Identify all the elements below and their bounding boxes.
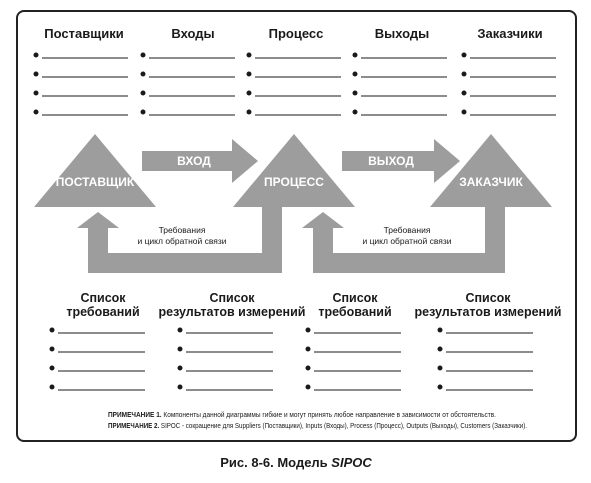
bullet-dot: [140, 71, 146, 77]
list-requirements-1-line1: Список: [80, 291, 126, 305]
bullet-dot: [352, 71, 358, 77]
feedback-right-line1: Требования: [384, 225, 431, 235]
note-2-text: SIPOC - сокращение для Suppliers (Постав…: [159, 421, 527, 430]
bottom-bullet-lists: [49, 327, 533, 391]
feedback-left-line2: и цикл обратной связи: [137, 236, 226, 246]
process-triangle: [233, 134, 355, 207]
bullet-dot: [33, 109, 39, 115]
list-requirements-2-line1: Список: [332, 291, 378, 305]
note-1-text: Компоненты данной диаграммы гибкие и мог…: [162, 410, 496, 419]
header-customers: Заказчики: [477, 26, 542, 41]
bullet-dot: [437, 327, 443, 333]
bullet-dot: [305, 365, 311, 371]
bullet-dot: [461, 109, 467, 115]
process-bullets: [246, 52, 341, 116]
bullet-dot: [246, 71, 252, 77]
bullet-dot: [49, 327, 55, 333]
bullet-dot: [305, 384, 311, 390]
customer-triangle: [430, 134, 552, 207]
bullet-dot: [246, 109, 252, 115]
note-1-label: ПРИМЕЧАНИЕ 1.: [108, 410, 162, 419]
supplier-label: ПОСТАВЩИК: [56, 175, 135, 189]
input-arrow-label: ВХОД: [177, 154, 211, 168]
bullet-dot: [140, 90, 146, 96]
bullet-dot: [49, 346, 55, 352]
note-1: ПРИМЕЧАНИЕ 1. Компоненты данной диаграмм…: [108, 410, 496, 419]
input-arrow-shape: [142, 139, 258, 183]
list-measurements-2-line2: результатов измерений: [415, 305, 562, 319]
bullet-dot: [246, 90, 252, 96]
bullet-dot: [352, 90, 358, 96]
inputs-bullets: [140, 52, 235, 116]
customer-label: ЗАКАЗЧИК: [459, 175, 523, 189]
top-bullet-lists: [33, 52, 556, 116]
bullet-dot: [177, 365, 183, 371]
header-process: Процесс: [269, 26, 324, 41]
suppliers-bullets: [33, 52, 128, 116]
feedback-right-line2: и цикл обратной связи: [362, 236, 451, 246]
feedback-loop-right: [302, 200, 505, 273]
bullet-dot: [352, 109, 358, 115]
bullet-dot: [352, 52, 358, 58]
bullet-dot: [140, 52, 146, 58]
bullet-dot: [177, 384, 183, 390]
bullet-dot: [461, 71, 467, 77]
output-arrow-label: ВЫХОД: [368, 154, 414, 168]
requirements-1-bullets: [49, 327, 145, 391]
bullet-dot: [246, 52, 252, 58]
header-inputs: Входы: [171, 26, 214, 41]
bullet-dot: [49, 365, 55, 371]
bullet-dot: [437, 384, 443, 390]
bullet-dot: [305, 346, 311, 352]
bullet-dot: [33, 52, 39, 58]
bullet-dot: [437, 346, 443, 352]
requirements-2-bullets: [305, 327, 401, 391]
note-2: ПРИМЕЧАНИЕ 2. SIPOC - сокращение для Sup…: [108, 421, 527, 430]
output-arrow-shape: [342, 139, 460, 183]
bullet-dot: [305, 327, 311, 333]
bullet-dot: [437, 365, 443, 371]
list-measurements-1-line2: результатов измерений: [159, 305, 306, 319]
customers-bullets: [461, 52, 556, 116]
bullet-dot: [140, 109, 146, 115]
outputs-bullets: [352, 52, 447, 116]
bullet-dot: [461, 90, 467, 96]
bullet-dot: [33, 90, 39, 96]
figure-caption: Рис. 8-6. Модель SIPOC: [220, 455, 372, 470]
list-measurements-2-line1: Список: [465, 291, 511, 305]
header-suppliers: Поставщики: [44, 26, 123, 41]
bullet-dot: [461, 52, 467, 58]
process-label: ПРОЦЕСС: [264, 175, 324, 189]
list-measurements-1-line1: Список: [209, 291, 255, 305]
diagram-frame: [16, 10, 577, 442]
caption-prefix: Рис. 8-6. Модель: [220, 455, 331, 470]
caption-italic: SIPOC: [331, 455, 372, 470]
bullet-dot: [49, 384, 55, 390]
bullet-dot: [177, 327, 183, 333]
bullet-dot: [177, 346, 183, 352]
note-2-label: ПРИМЕЧАНИЕ 2.: [108, 421, 159, 430]
measurements-2-bullets: [437, 327, 533, 391]
list-requirements-2-line2: требований: [318, 305, 391, 319]
feedback-loop-left: [77, 200, 282, 273]
measurements-1-bullets: [177, 327, 273, 391]
supplier-triangle: [34, 134, 156, 207]
list-requirements-1-line2: требований: [66, 305, 139, 319]
feedback-left-line1: Требования: [159, 225, 206, 235]
bullet-dot: [33, 71, 39, 77]
header-outputs: Выходы: [375, 26, 430, 41]
